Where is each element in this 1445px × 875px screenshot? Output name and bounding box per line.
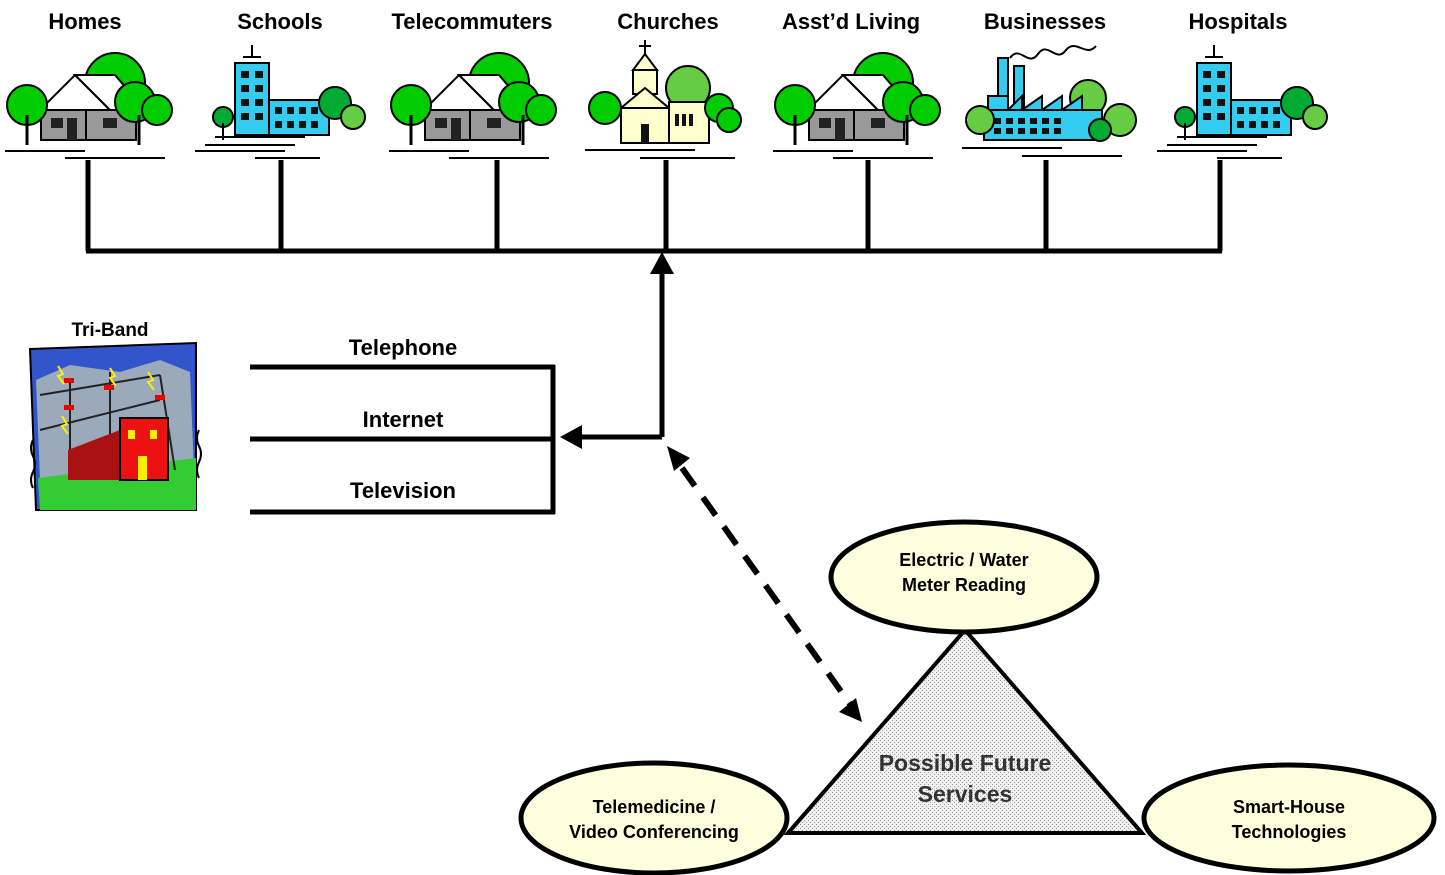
service-bracket — [250, 364, 556, 515]
category-label-churches: Churches — [617, 9, 718, 34]
office-building-icon — [1157, 45, 1328, 159]
telemedicine-line2: Video Conferencing — [569, 822, 739, 842]
future-link-arrow — [667, 446, 862, 722]
future-services-triangle: Possible Future Services — [783, 626, 1147, 835]
category-label-schools: Schools — [237, 9, 323, 34]
future-service-meter-reading: Electric / Water Meter Reading — [828, 519, 1100, 635]
service-label-telephone: Telephone — [349, 335, 457, 360]
service-label-television: Television — [350, 478, 456, 503]
house-icon — [5, 52, 173, 159]
telemedicine-line1: Telemedicine / — [593, 797, 716, 817]
future-service-smart-house: Smart-House Technologies — [1141, 762, 1437, 874]
service-labels: Telephone Internet Television — [349, 335, 457, 503]
house-icon — [773, 52, 941, 159]
feed-arrow — [560, 252, 674, 449]
category-labels: Homes Schools Telecommuters Churches Ass… — [48, 9, 1287, 34]
service-label-internet: Internet — [363, 407, 444, 432]
smart-house-line2: Technologies — [1232, 822, 1347, 842]
category-label-hospitals: Hospitals — [1188, 9, 1287, 34]
future-service-telemedicine: Telemedicine / Video Conferencing — [518, 760, 790, 875]
future-services-title-line2: Services — [918, 781, 1013, 807]
church-icon — [585, 40, 742, 159]
meter-reading-line1: Electric / Water — [899, 550, 1028, 570]
meter-reading-line2: Meter Reading — [902, 575, 1026, 595]
future-services-title-line1: Possible Future — [879, 750, 1052, 776]
house-icon — [389, 52, 557, 159]
category-label-assisted-living: Asst’d Living — [782, 9, 920, 34]
category-label-homes: Homes — [48, 9, 121, 34]
distribution-bus — [85, 160, 1223, 254]
category-label-businesses: Businesses — [984, 9, 1106, 34]
category-label-telecommuters: Telecommuters — [392, 9, 553, 34]
provider-label: Tri-Band — [71, 320, 148, 341]
office-building-icon — [195, 45, 366, 159]
smart-house-line1: Smart-House — [1233, 797, 1345, 817]
factory-icon — [962, 45, 1137, 157]
power-station-icon — [28, 341, 202, 511]
